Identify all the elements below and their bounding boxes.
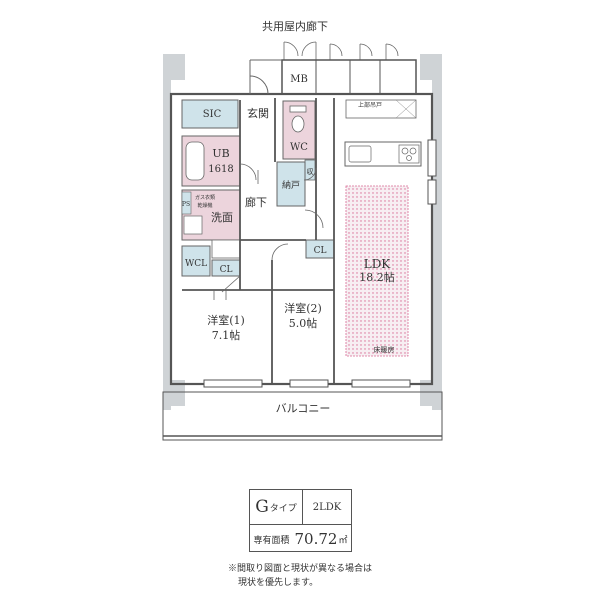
room2-label: 洋室(2) <box>284 301 322 315</box>
area-label: 専有面積 <box>253 535 290 546</box>
area-value: 70.72 <box>294 530 338 548</box>
wcl-label: WCL <box>185 259 207 269</box>
kitchen-sink-icon <box>348 145 372 163</box>
washer-note-2: 乾燥機 <box>197 202 212 209</box>
balcony <box>162 391 443 441</box>
upper-cabinet-x2 <box>395 99 417 119</box>
doors <box>213 163 324 300</box>
shelf-label: 収 <box>307 168 314 176</box>
sink-icon <box>211 239 241 259</box>
nando-room <box>276 161 306 207</box>
washroom-label: 洗面 <box>211 211 233 224</box>
ldk-size: 18.2帖 <box>359 271 395 284</box>
balcony-label: バルコニー <box>276 402 331 415</box>
genkan-label: 玄関 <box>247 106 269 120</box>
note-line-1: ※間取り図面と現状が異なる場合は <box>228 564 373 574</box>
rouka-label: 廊下 <box>245 195 267 209</box>
stove-icon <box>398 144 420 164</box>
type-suffix: タイプ <box>269 503 297 514</box>
mb-doors <box>283 41 399 60</box>
inner-walls <box>182 98 335 384</box>
wall-columns <box>163 54 442 410</box>
washer-note-1: ガス衣類 <box>195 194 215 201</box>
note-line-2: 現状を優先します。 <box>238 578 319 588</box>
ps-box <box>181 191 192 215</box>
mb-label: MB <box>290 74 308 85</box>
room1-label: 洋室(1) <box>207 313 245 327</box>
sic-label: SIC <box>203 109 222 120</box>
burner-icon-2 <box>409 147 417 155</box>
toilet-tank-icon <box>289 105 307 113</box>
area-unit: ㎡ <box>338 535 348 546</box>
nando-label: 納戸 <box>282 179 300 191</box>
disclaimer-note: ※間取り図面と現状が異なる場合は 現状を優先します。 <box>228 562 388 590</box>
entrance-outline <box>249 59 282 95</box>
type-letter: G <box>255 497 269 517</box>
floor-heating-area <box>345 185 409 357</box>
room2-size: 5.0帖 <box>289 317 318 330</box>
upper-cabinet <box>345 99 417 119</box>
room1-size: 7.1帖 <box>212 329 241 342</box>
burner-icon-3 <box>406 155 412 161</box>
ldk-label: LDK <box>364 257 392 271</box>
floor-plan: 共用屋内廊下 SIC 玄関 WC UB 1 <box>162 19 443 441</box>
ub-size: 1618 <box>208 164 233 175</box>
upper-cabinet-label: 上部吊戸 <box>358 101 382 109</box>
layout-cell: 2LDK <box>312 501 342 513</box>
sic-room <box>181 99 239 129</box>
corridor-label: 共用屋内廊下 <box>262 19 328 33</box>
burner-icon <box>401 147 409 155</box>
bathtub-icon <box>185 141 205 181</box>
windows <box>203 139 437 388</box>
cl1-label: CL <box>220 265 233 275</box>
ub-label: UB <box>212 147 229 160</box>
floor-heating-label: 床暖房 <box>374 345 395 354</box>
wcl-room <box>181 245 211 277</box>
washer-icon <box>183 215 203 235</box>
info-row-area: 専有面積 70.72 ㎡ <box>250 525 351 553</box>
ps-label: PS <box>182 201 190 208</box>
wc-label: WC <box>290 142 308 153</box>
cl2-label: CL <box>314 246 327 256</box>
toilet-icon <box>291 115 305 133</box>
